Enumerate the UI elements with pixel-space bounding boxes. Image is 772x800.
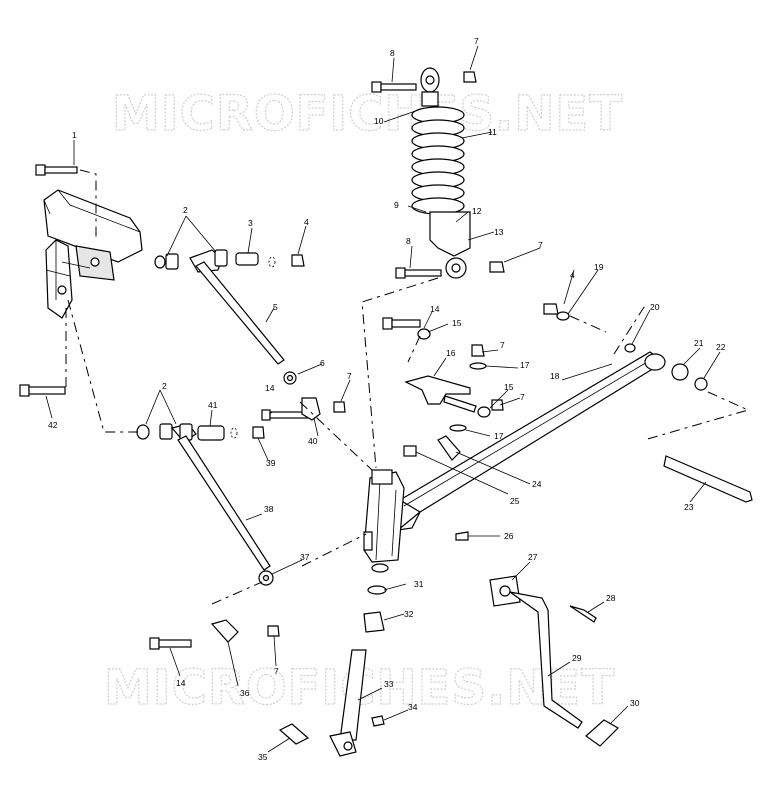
main-frame-tube	[395, 351, 666, 531]
callout-4-right: 4	[570, 270, 575, 280]
callout-17-middle: 17	[494, 431, 504, 441]
callout-24: 24	[532, 479, 542, 489]
callout-19: 19	[594, 262, 604, 272]
callout-22: 22	[716, 342, 726, 352]
callout-23: 23	[684, 502, 694, 512]
callout-8-top: 8	[390, 48, 395, 58]
callout-26: 26	[504, 531, 514, 541]
watermark-top: MICROFICHES.NET	[112, 86, 623, 142]
callout-7-bottom: 7	[274, 666, 279, 676]
brake-pedal	[489, 575, 619, 747]
callout-3: 3	[248, 218, 253, 228]
callout-31: 31	[414, 579, 424, 589]
callout-16: 16	[446, 348, 456, 358]
callout-8-bottom: 8	[406, 236, 411, 246]
arm-bolt-40	[261, 397, 346, 421]
shock-assembly	[371, 67, 505, 279]
callout-7-top: 7	[474, 36, 479, 46]
callout-20: 20	[650, 302, 660, 312]
lower-a-arm	[136, 423, 274, 586]
callout-4-upper: 4	[304, 217, 309, 227]
callout-5: 5	[273, 302, 278, 312]
spindle-housing	[363, 469, 405, 573]
callout-37: 37	[300, 552, 310, 562]
callout-7-arm: 7	[347, 371, 352, 381]
upper-a-arm	[154, 249, 305, 385]
callout-15-bottom: 15	[504, 382, 514, 392]
callout-38: 38	[264, 504, 274, 514]
callout-14-arm: 14	[265, 383, 275, 393]
callout-13: 13	[494, 227, 504, 237]
callout-10: 10	[374, 116, 384, 126]
right-hardware	[543, 303, 753, 503]
callout-34: 34	[408, 702, 418, 712]
callout-25: 25	[510, 496, 520, 506]
callout-32: 32	[404, 609, 414, 619]
lower-spindle-parts	[149, 585, 387, 757]
callout-7-lower: 7	[520, 392, 525, 402]
callout-21: 21	[694, 338, 704, 348]
callout-2-upper: 2	[183, 205, 188, 215]
leader-lines	[45, 45, 721, 753]
frame-section	[43, 189, 143, 319]
callout-15-top: 15	[452, 318, 462, 328]
callout-39: 39	[266, 458, 276, 468]
callout-6: 6	[320, 358, 325, 368]
callout-9: 9	[394, 200, 399, 210]
callout-7-bracket: 7	[500, 340, 505, 350]
callout-36: 36	[240, 688, 250, 698]
bolt-42	[19, 384, 66, 397]
callout-17-top: 17	[520, 360, 530, 370]
callout-1: 1	[72, 130, 77, 140]
callout-18: 18	[550, 371, 560, 381]
callout-11: 11	[488, 127, 497, 137]
callout-41: 41	[208, 400, 218, 410]
callout-2-lower: 2	[162, 381, 167, 391]
callout-40: 40	[308, 436, 318, 446]
callout-35: 35	[258, 752, 268, 762]
bolt-1	[35, 164, 78, 176]
steering-bracket	[382, 317, 504, 541]
callout-7-shock: 7	[538, 240, 543, 250]
callout-42: 42	[48, 420, 58, 430]
centerlines	[65, 169, 750, 605]
callout-12: 12	[472, 206, 482, 216]
callout-28: 28	[606, 593, 616, 603]
callout-30: 30	[630, 698, 640, 708]
callout-33: 33	[384, 679, 394, 689]
callout-29: 29	[572, 653, 582, 663]
callout-27: 27	[528, 552, 538, 562]
callout-14-top: 14	[430, 304, 440, 314]
callout-labels: 1 2 3 4 5 6 7 14 8 7 10 11 9 12 13 8 7 1…	[48, 36, 726, 762]
callout-14-bottom: 14	[176, 678, 186, 688]
